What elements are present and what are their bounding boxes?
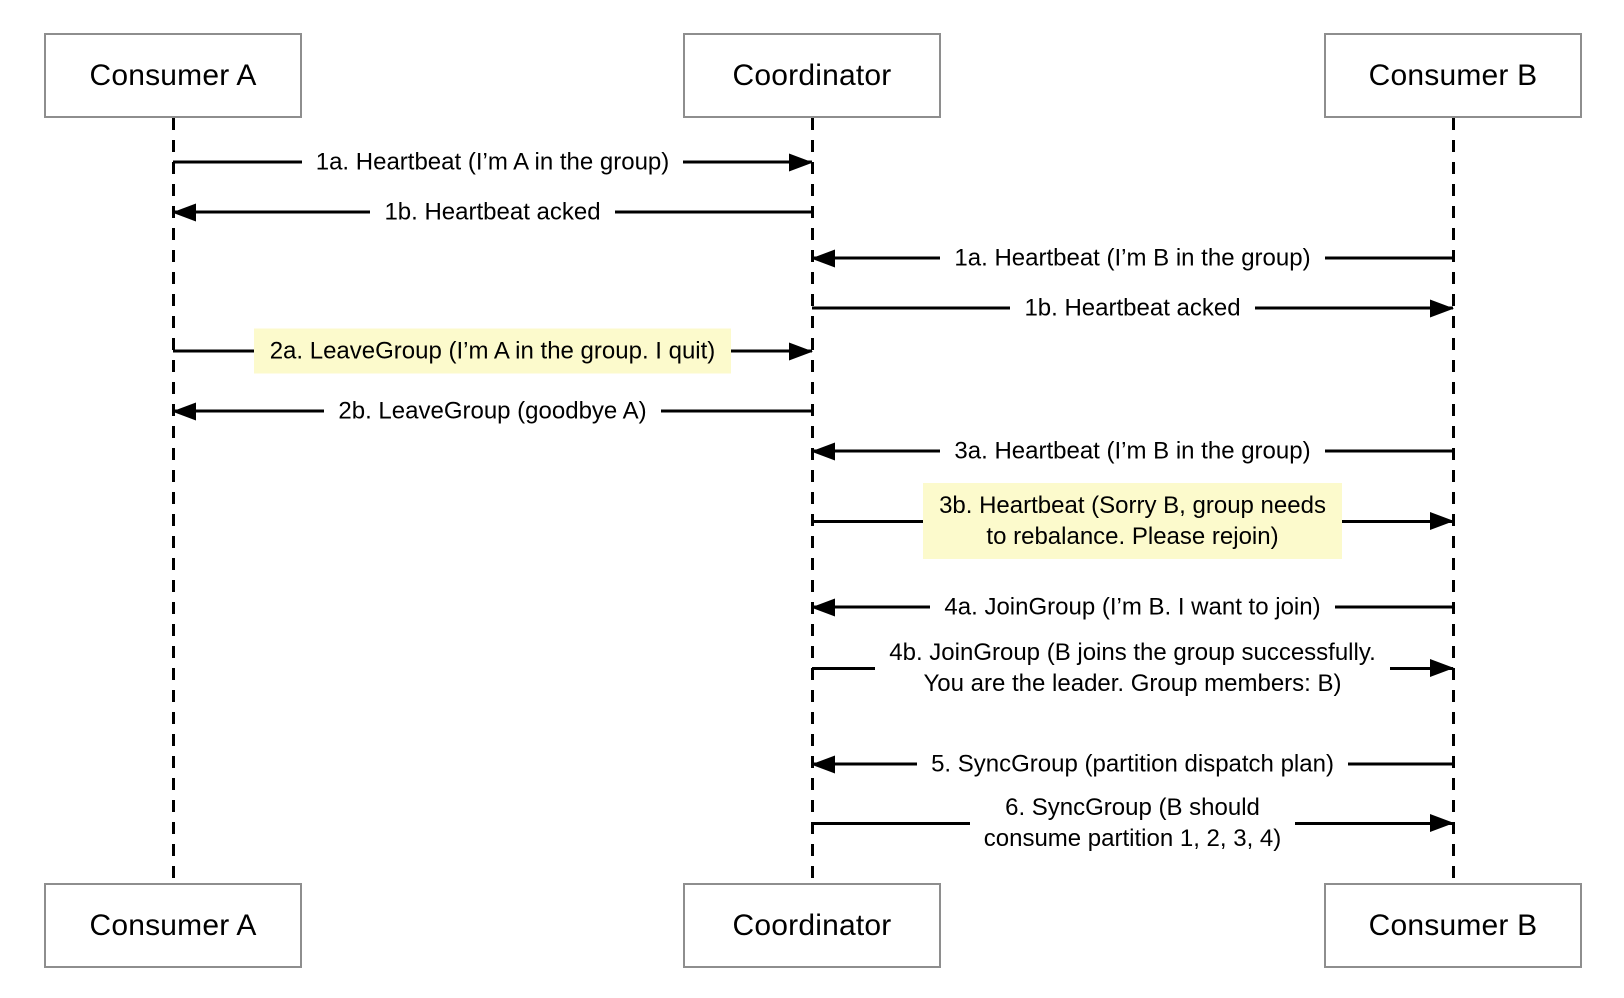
arrowhead-icon <box>1430 299 1454 317</box>
actor-box-coordinator-top: Coordinator <box>683 33 941 118</box>
message-line-left <box>812 666 876 670</box>
message-label: 1b. Heartbeat acked <box>370 197 614 228</box>
message-line-left <box>812 519 924 523</box>
message-label: 3a. Heartbeat (I’m B in the group) <box>940 436 1324 467</box>
message-label-line: 1a. Heartbeat (I’m A in the group) <box>315 148 670 176</box>
message-coordinator-to-consumer-b: 1b. Heartbeat acked <box>812 293 1454 324</box>
message-line-right <box>1341 519 1454 523</box>
message-line-left <box>812 821 970 825</box>
message-label-line: 4b. JoinGroup (B joins the group success… <box>889 639 1376 666</box>
message-coordinator-to-consumer-a: 2b. LeaveGroup (goodbye A) <box>172 396 812 427</box>
message-consumer-b-to-coordinator: 1a. Heartbeat (I’m B in the group) <box>811 243 1453 274</box>
arrowhead-icon <box>1430 512 1454 530</box>
message-coordinator-to-consumer-b: 4b. JoinGroup (B joins the group success… <box>812 637 1454 699</box>
message-coordinator-to-consumer-b: 3b. Heartbeat (Sorry B, group needs to re… <box>812 483 1454 559</box>
message-label-line: 2b. LeaveGroup (goodbye A) <box>338 397 647 425</box>
actor-box-consumer-a-top: Consumer A <box>44 33 302 118</box>
arrowhead-icon <box>811 249 835 267</box>
message-line-left <box>173 349 254 353</box>
arrowhead-icon <box>1430 659 1454 677</box>
message-consumer-b-to-coordinator: 3a. Heartbeat (I’m B in the group) <box>811 436 1453 467</box>
message-label-line: 3a. Heartbeat (I’m B in the group) <box>954 437 1311 465</box>
message-line-right <box>1347 762 1454 766</box>
arrowhead-icon <box>1430 814 1454 832</box>
message-label-line: 4a. JoinGroup (I’m B. I want to join) <box>944 593 1321 621</box>
message-label-line: 1a. Heartbeat (I’m B in the group) <box>954 244 1311 272</box>
message-label: 2b. LeaveGroup (goodbye A) <box>324 396 660 427</box>
message-line-right <box>1334 605 1454 609</box>
message-consumer-b-to-coordinator: 5. SyncGroup (partition dispatch plan) <box>811 749 1454 780</box>
actor-label: Consumer A <box>89 908 257 942</box>
actor-label: Consumer A <box>89 58 257 92</box>
lifeline-coordinator <box>810 118 814 883</box>
message-line-left <box>812 449 941 453</box>
message-line-left <box>173 160 302 164</box>
message-coordinator-to-consumer-b: 6. SyncGroup (B should consume partition … <box>812 792 1454 854</box>
message-line-right <box>1389 666 1453 670</box>
message-line-right <box>614 210 813 214</box>
actor-label: Consumer B <box>1368 908 1538 942</box>
lifeline-consumer-b <box>1451 118 1455 883</box>
arrowhead-icon <box>172 402 196 420</box>
actor-box-consumer-b-top: Consumer B <box>1324 33 1582 118</box>
arrowhead-icon <box>811 442 835 460</box>
message-line-right <box>1324 256 1453 260</box>
actor-box-coordinator-bottom: Coordinator <box>683 883 941 968</box>
message-label-line: You are the leader. Group members: B) <box>923 670 1342 697</box>
message-line-right <box>1254 306 1454 310</box>
arrowhead-icon <box>811 598 835 616</box>
message-consumer-a-to-coordinator: 2a. LeaveGroup (I’m A in the group. I qu… <box>173 328 813 374</box>
arrowhead-icon <box>811 755 835 773</box>
message-line-right <box>660 409 812 413</box>
arrowhead-icon <box>172 203 196 221</box>
message-label: 5. SyncGroup (partition dispatch plan) <box>917 749 1348 780</box>
message-consumer-b-to-coordinator: 4a. JoinGroup (I’m B. I want to join) <box>811 592 1454 623</box>
message-label-line: 6. SyncGroup (B should <box>1005 794 1260 821</box>
arrowhead-icon <box>789 342 813 360</box>
message-label-highlighted: 2a. LeaveGroup (I’m A in the group. I qu… <box>253 328 732 374</box>
message-coordinator-to-consumer-a: 1b. Heartbeat acked <box>172 197 813 228</box>
message-label-line: 5. SyncGroup (partition dispatch plan) <box>931 750 1334 778</box>
message-line-left <box>812 256 941 260</box>
message-line-left <box>812 306 1011 310</box>
message-label-line: 1b. Heartbeat acked <box>384 198 601 226</box>
message-label-highlighted: 3b. Heartbeat (Sorry B, group needs to re… <box>923 483 1342 559</box>
message-label: 6. SyncGroup (B should consume partition … <box>970 792 1296 854</box>
message-line-left <box>812 762 918 766</box>
message-label: 1a. Heartbeat (I’m A in the group) <box>302 147 684 178</box>
message-label-line: 3b. Heartbeat (Sorry B, group needs <box>939 492 1326 519</box>
message-label-line: consume partition 1, 2, 3, 4) <box>983 825 1282 852</box>
actor-label: Coordinator <box>732 58 892 92</box>
message-line-left <box>173 210 371 214</box>
actor-label: Consumer B <box>1368 58 1538 92</box>
message-label-line: 2a. LeaveGroup (I’m A in the group. I qu… <box>269 337 716 365</box>
message-label: 4b. JoinGroup (B joins the group success… <box>875 637 1389 699</box>
message-line-left <box>812 605 931 609</box>
actor-box-consumer-b-bottom: Consumer B <box>1324 883 1582 968</box>
message-line-right <box>731 349 812 353</box>
message-consumer-a-to-coordinator: 1a. Heartbeat (I’m A in the group) <box>173 147 813 178</box>
message-label-line: 1b. Heartbeat acked <box>1024 294 1241 322</box>
message-line-right <box>683 160 812 164</box>
message-label-line: to rebalance. Please rejoin) <box>986 523 1279 550</box>
message-label: 1a. Heartbeat (I’m B in the group) <box>940 243 1324 274</box>
actor-box-consumer-a-bottom: Consumer A <box>44 883 302 968</box>
message-label: 4a. JoinGroup (I’m B. I want to join) <box>930 592 1334 623</box>
message-line-right <box>1295 821 1453 825</box>
message-line-left <box>173 409 325 413</box>
message-label: 1b. Heartbeat acked <box>1010 293 1254 324</box>
arrowhead-icon <box>789 153 813 171</box>
lifeline-consumer-a <box>171 118 175 883</box>
actor-label: Coordinator <box>732 908 892 942</box>
message-line-right <box>1324 449 1453 453</box>
